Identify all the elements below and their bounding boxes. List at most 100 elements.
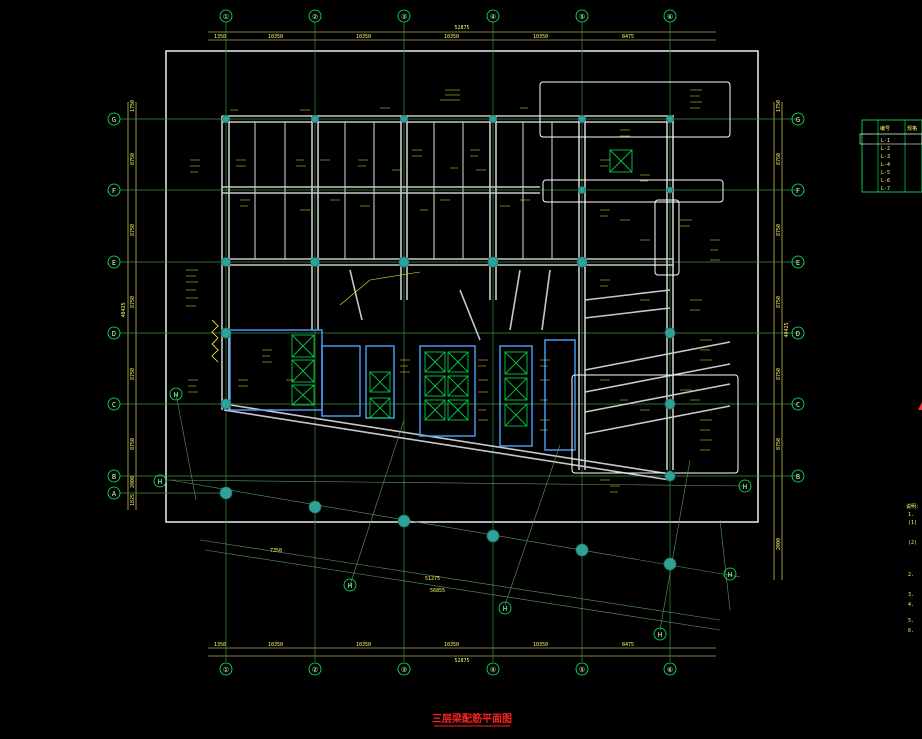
axis-label-right-b: B <box>796 473 800 481</box>
axis-label-bottom-2: ② <box>312 666 318 674</box>
axis-bubble-left-f[interactable] <box>107 183 121 197</box>
axis-bubble-left-b[interactable] <box>107 469 121 483</box>
axis-bubble-right-d[interactable] <box>791 326 805 340</box>
drawing-title: 三层梁配筋平面图 <box>432 712 512 727</box>
axis-row-b: B B <box>107 469 805 483</box>
skew-bubble-5[interactable] <box>343 578 357 592</box>
axis-bubble-left-c[interactable] <box>107 397 121 411</box>
skew-bubble-label-6: H <box>503 605 507 613</box>
axis-bubble-top-6[interactable] <box>663 9 677 23</box>
skew-bubble-2[interactable] <box>153 474 167 488</box>
axis-bubble-right-c[interactable] <box>791 397 805 411</box>
legend-row-1: L-1 <box>881 138 890 144</box>
axis-bubble-bottom-6[interactable] <box>663 662 677 676</box>
note-7: 5. <box>908 618 914 624</box>
axis-bubble-left-a[interactable] <box>107 486 121 500</box>
legend-row-3: L-3 <box>881 154 890 160</box>
skew-bubble-6[interactable] <box>498 601 512 615</box>
axis-bubble-left-d[interactable] <box>107 326 121 340</box>
axis-bubble-top-1[interactable] <box>219 9 233 23</box>
axis-label-left-a: A <box>112 490 117 498</box>
left-dim-7: 2000 <box>130 476 136 488</box>
axis-bubble-bottom-3[interactable] <box>397 662 411 676</box>
axis-label-left-f: F <box>112 187 116 195</box>
note-4: 2. <box>908 572 914 578</box>
axis-label-left-g: G <box>112 116 116 124</box>
note-5: 3. <box>908 592 914 598</box>
left-total-dim: 40425 <box>121 302 127 317</box>
legend-table: 编号 规格 L-1 L-2 L-3 L-4 L-5 L-6 L-7 <box>859 119 922 193</box>
drawing-title-text: 三层梁配筋平面图 <box>432 712 512 725</box>
left-dim-5: 8750 <box>130 368 136 380</box>
red-marker-icon <box>918 402 922 410</box>
axis-label-left-c: C <box>112 401 116 409</box>
axis-label-bottom-3: ③ <box>401 666 407 674</box>
bottom-dim-4: 10350 <box>444 642 459 648</box>
bottom-dimension-chain: 52875 1350 10350 10350 10350 10350 8475 <box>208 642 716 664</box>
bottom-dim-3: 10350 <box>356 642 371 648</box>
axis-row-f: F F <box>107 183 805 197</box>
top-dim-5: 10350 <box>533 34 548 40</box>
skew-bubble-label-7: H <box>658 631 662 639</box>
axis-col-3: ③ ③ <box>397 9 411 676</box>
axis-bubble-right-e[interactable] <box>791 255 805 269</box>
axis-label-top-6: ⑥ <box>667 13 673 21</box>
left-dim-3: 8750 <box>130 224 136 236</box>
note-6: 4. <box>908 602 914 608</box>
axis-label-left-d: D <box>112 330 116 338</box>
axis-bubble-top-3[interactable] <box>397 9 411 23</box>
legend-row-2: L-2 <box>881 146 890 152</box>
skew-bubble-3[interactable] <box>738 479 752 493</box>
axis-bubble-left-e[interactable] <box>107 255 121 269</box>
axis-bubble-right-b[interactable] <box>791 469 805 483</box>
axis-bubble-left-g[interactable] <box>107 112 121 126</box>
bottom-dim-2: 10350 <box>268 642 283 648</box>
columns <box>219 115 677 571</box>
bottom-dim-5: 10350 <box>533 642 548 648</box>
axis-bubble-top-4[interactable] <box>486 9 500 23</box>
right-dim-6: 8750 <box>776 438 782 450</box>
axis-bubble-bottom-2[interactable] <box>308 662 322 676</box>
axis-bubble-right-g[interactable] <box>791 112 805 126</box>
note-1: 1. <box>908 512 914 518</box>
core-walls <box>229 329 576 451</box>
axis-label-right-e: E <box>796 259 800 267</box>
top-dim-6: 8475 <box>622 34 634 40</box>
left-dim-6: 8750 <box>130 438 136 450</box>
axis-col-4: ④ ④ <box>486 9 500 676</box>
highlight-boxes <box>539 81 739 474</box>
note-0: 说明: <box>906 503 919 510</box>
axis-bubble-bottom-4[interactable] <box>486 662 500 676</box>
right-dim-4: 8750 <box>776 296 782 308</box>
top-dim-2: 10350 <box>268 34 283 40</box>
right-dim-7: 2000 <box>776 538 782 550</box>
axis-bubble-bottom-5[interactable] <box>575 662 589 676</box>
skew-bubble-1[interactable] <box>169 387 183 401</box>
axis-bubble-bottom-1[interactable] <box>219 662 233 676</box>
skew-bubble-label-4: H <box>728 571 732 579</box>
top-total-dim: 52875 <box>454 25 469 31</box>
bottom-dim-1: 1350 <box>214 642 226 648</box>
axis-bubble-top-5[interactable] <box>575 9 589 23</box>
axis-bubble-top-2[interactable] <box>308 9 322 23</box>
legend-row-5: L-5 <box>881 170 890 176</box>
right-dim-1: 1750 <box>776 100 782 112</box>
axis-col-1: ① ① <box>219 9 233 676</box>
top-dim-1: 1350 <box>214 34 226 40</box>
axis-row-a: A <box>107 486 230 500</box>
axis-row-d: D D <box>107 326 805 340</box>
axis-label-bottom-1: ① <box>223 666 229 674</box>
left-dim-8: 1825 <box>130 494 136 506</box>
axis-row-e: E E <box>107 255 805 269</box>
top-dim-3: 10350 <box>356 34 371 40</box>
left-dim-2: 8750 <box>130 153 136 165</box>
skew-bubble-7[interactable] <box>653 627 667 641</box>
axis-label-top-1: ① <box>223 13 229 21</box>
axis-bubble-right-f[interactable] <box>791 183 805 197</box>
axis-label-top-5: ⑤ <box>579 13 585 21</box>
skew-bubble-4[interactable] <box>723 567 737 581</box>
skew-bubble-label-5: H <box>348 582 352 590</box>
axis-label-bottom-6: ⑥ <box>667 666 673 674</box>
